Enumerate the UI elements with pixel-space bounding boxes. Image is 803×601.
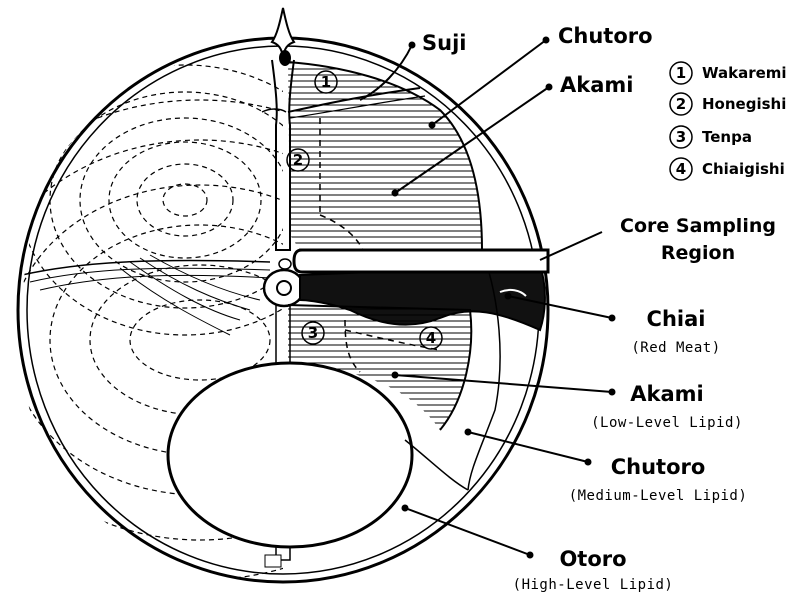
svg-text:3: 3 (308, 324, 318, 342)
legend-item-chiaigishi: 4 Chiaigishi (670, 158, 785, 180)
label-akami-low-sub: (Low-Level Lipid) (591, 415, 743, 431)
label-core-line2: Region (661, 242, 735, 264)
label-chutoro-mid-sub: (Medium-Level Lipid) (569, 488, 748, 504)
svg-text:Tenpa: Tenpa (702, 128, 752, 146)
svg-text:2: 2 (676, 95, 686, 113)
label-chiai: Chiai (647, 307, 706, 331)
svg-text:Honegishi: Honegishi (702, 95, 786, 113)
legend-item-honegishi: 2 Honegishi (670, 93, 786, 115)
svg-text:4: 4 (426, 329, 436, 347)
svg-text:1: 1 (321, 73, 331, 91)
legend-item-wakaremi: 1 Wakaremi (670, 62, 787, 84)
svg-text:1: 1 (676, 64, 686, 82)
dorsal-spine (272, 8, 294, 66)
label-akami-top: Akami (560, 73, 633, 97)
label-core-line1: Core Sampling (620, 215, 776, 237)
leader-core (540, 232, 602, 260)
label-chutoro-mid: Chutoro (611, 455, 706, 479)
label-chiai-sub: (Red Meat) (631, 340, 720, 356)
svg-text:Wakaremi: Wakaremi (702, 64, 787, 82)
legend: 1 Wakaremi 2 Honegishi 3 Tenpa 4 Chiaigi… (670, 62, 787, 180)
svg-text:3: 3 (676, 128, 686, 146)
label-otoro-sub: (High-Level Lipid) (513, 577, 674, 593)
svg-text:2: 2 (293, 151, 303, 169)
label-suji: Suji (422, 31, 466, 55)
leader-chutoro-mid (465, 429, 592, 466)
svg-text:Chiaigishi: Chiaigishi (702, 160, 785, 178)
core-sampling-bar (294, 250, 548, 272)
legend-item-tenpa: 3 Tenpa (670, 126, 752, 148)
label-otoro: Otoro (559, 547, 626, 571)
label-akami-low: Akami (630, 382, 703, 406)
svg-text:4: 4 (676, 160, 686, 178)
label-chutoro-top: Chutoro (558, 24, 653, 48)
otoro-belly-cavity (168, 363, 412, 547)
